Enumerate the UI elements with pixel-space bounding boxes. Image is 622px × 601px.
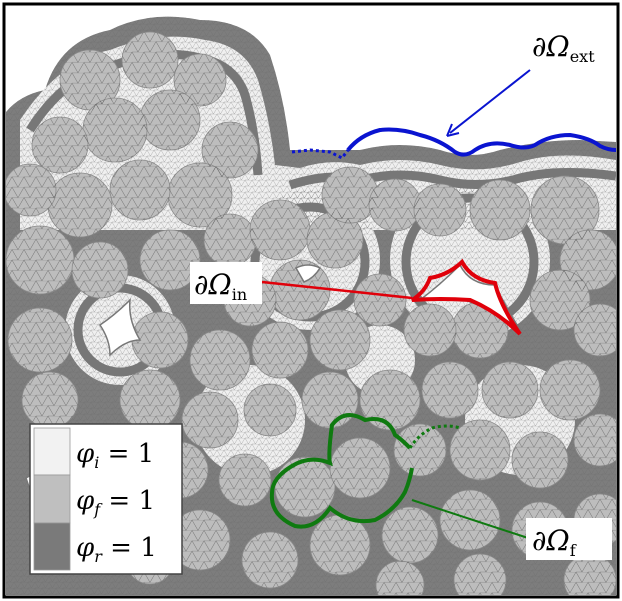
legend-swatch-matrix: [33, 522, 71, 571]
external-boundary: [291, 69, 617, 160]
legend-swatch-fiber: [33, 474, 71, 524]
label-f-sub: f: [570, 541, 577, 560]
inner-boundary-pointer: [261, 280, 413, 300]
label-f-main: ∂Ω: [532, 524, 570, 557]
svg-text:∂Ωext: ∂Ωext: [532, 30, 595, 66]
inner-boundary-curve: [410, 258, 522, 336]
label-in-main: ∂Ω: [194, 268, 232, 301]
fiber-boundary-curve: [269, 413, 414, 529]
external-boundary-solid: [346, 127, 617, 157]
legend-label-interphase: φi = 1: [76, 439, 154, 472]
label-f: ∂Ωf: [526, 518, 612, 560]
legend-swatch-interphase: [33, 427, 71, 476]
external-arrow-head: [446, 123, 460, 137]
external-boundary-dotted: [291, 148, 350, 160]
label-ext-sub: ext: [570, 47, 595, 66]
fiber-boundary-pointer: [411, 499, 529, 539]
label-in: ∂Ωin: [190, 262, 262, 304]
svg-text:∂Ωf: ∂Ωf: [532, 524, 577, 560]
inner-boundary: [261, 258, 522, 336]
external-boundary-arrow: [449, 69, 531, 134]
label-ext-main: ∂Ω: [532, 30, 570, 63]
fiber-boundary: [269, 413, 529, 539]
fiber-boundary-dotted: [408, 424, 461, 449]
svg-text:∂Ωin: ∂Ωin: [194, 268, 247, 304]
label-ext: ∂Ωext: [522, 22, 610, 66]
label-in-sub: in: [232, 285, 247, 304]
legend-label-matrix: φr = 1: [76, 533, 157, 566]
legend-label-fiber: φf = 1: [76, 486, 155, 519]
legend: φi = 1 φf = 1 φr = 1: [29, 423, 183, 575]
